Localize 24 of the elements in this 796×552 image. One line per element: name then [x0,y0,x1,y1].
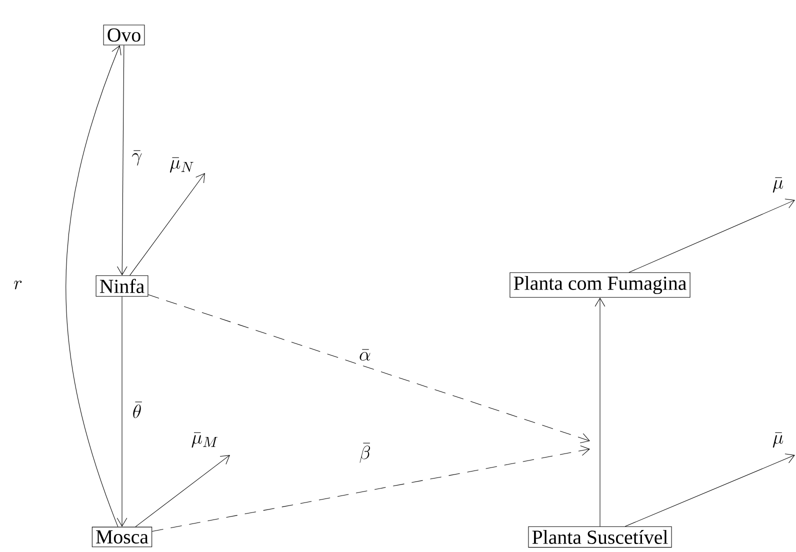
edge-label: $\bar{\beta}$ [360,442,370,463]
arrow [135,455,230,528]
arrow [130,173,205,276]
edge-label: $\bar{\mu}_M$ [192,432,218,448]
arrow [594,298,606,527]
dashed-arrow [152,446,590,532]
arrow [628,198,795,273]
curved-arrow [66,45,122,528]
process-box: Planta Suscetível [528,526,672,548]
arrow [624,454,795,527]
dashed-arrow [148,294,590,444]
edge-label: $\bar{\theta}$ [133,402,142,418]
process-box: Ninfa [96,275,148,297]
edge-label: $\bar{\alpha}$ [360,349,370,361]
edge-label: $r$ [14,280,22,290]
process-box: Mosca [92,526,152,548]
edge-label: $\bar{\mu}$ [772,432,784,448]
edge-label: $\bar{\mu}_N$ [170,157,194,173]
edge-label: $\bar{\mu}$ [772,177,784,193]
edge-label: $\bar{\gamma}$ [132,150,142,166]
process-box: Planta com Fumagina [510,272,690,298]
arrow [117,45,128,276]
process-box: Ovo [103,24,145,46]
arrow [116,296,128,527]
